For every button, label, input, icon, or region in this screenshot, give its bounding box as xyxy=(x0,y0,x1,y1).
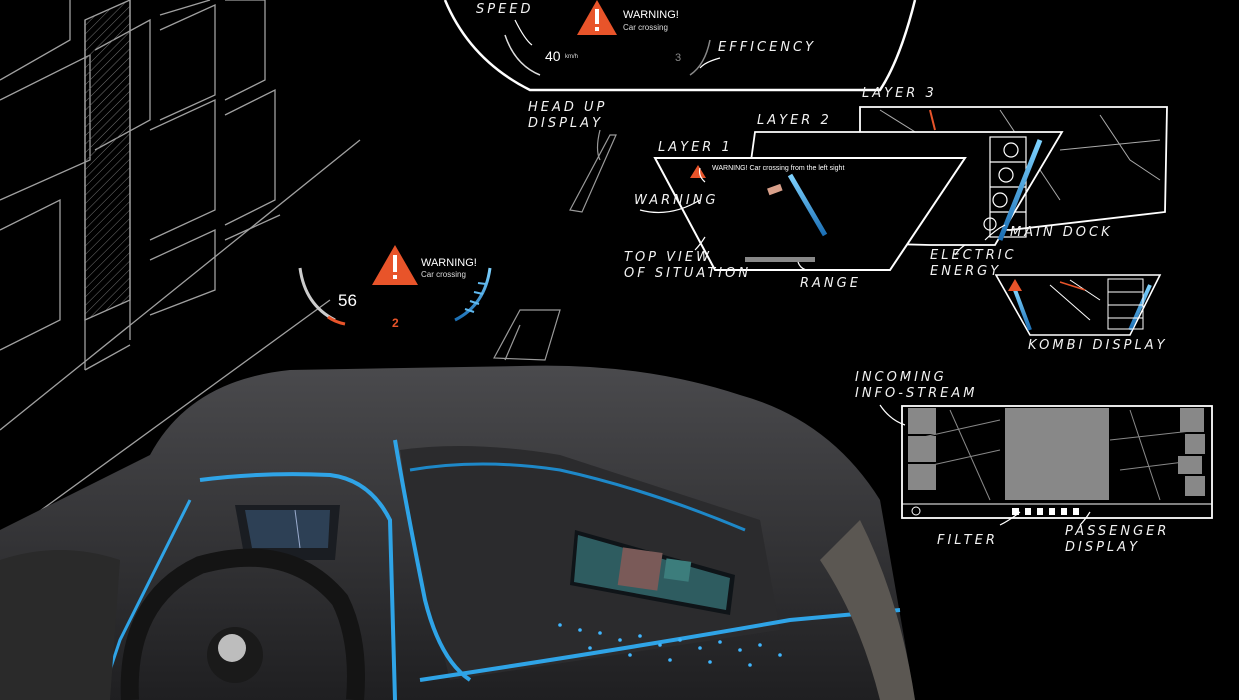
hud-top-speed-unit: km/h xyxy=(565,54,579,60)
label-electric-energy: Electric Energy xyxy=(930,248,1017,279)
label-speed: Speed xyxy=(476,2,534,17)
label-filter: Filter xyxy=(937,533,998,548)
dashboard xyxy=(0,365,915,700)
label-warning: Warning xyxy=(634,193,719,208)
hud-top-warning-subtitle: Car crossing xyxy=(623,23,668,32)
hud-center-speed: 56 xyxy=(338,291,357,310)
label-passenger-display: Passenger Display xyxy=(1065,524,1170,555)
hud-center-gear: 2 xyxy=(392,316,399,330)
label-layer3: Layer 3 xyxy=(862,86,937,101)
label-range: Range xyxy=(800,276,861,291)
label-kombi-display: Kombi Display xyxy=(1028,338,1168,353)
layer-warning-text: WARNING! Car crossing from the left sigh… xyxy=(712,165,845,172)
label-top-view: Top view of situation xyxy=(624,250,752,281)
hud-top-speed: 40 xyxy=(545,48,561,64)
label-main-dock: Main Dock xyxy=(1010,225,1113,240)
label-efficiency: Efficency xyxy=(718,40,817,55)
hud-top-efficiency: 3 xyxy=(675,52,682,64)
filter-icons xyxy=(911,506,1079,516)
label-head-up-display: Head up Display xyxy=(528,100,608,131)
label-incoming-info-stream: Incoming Info-Stream xyxy=(855,370,978,401)
hud-center-warning-subtitle: Car crossing xyxy=(421,270,466,279)
label-layer2: Layer 2 xyxy=(757,113,832,128)
hud-top-warning-title: WARNING! xyxy=(623,9,679,21)
label-layer1: Layer 1 xyxy=(658,140,733,155)
hud-center-warning-title: WARNING! xyxy=(421,257,477,269)
